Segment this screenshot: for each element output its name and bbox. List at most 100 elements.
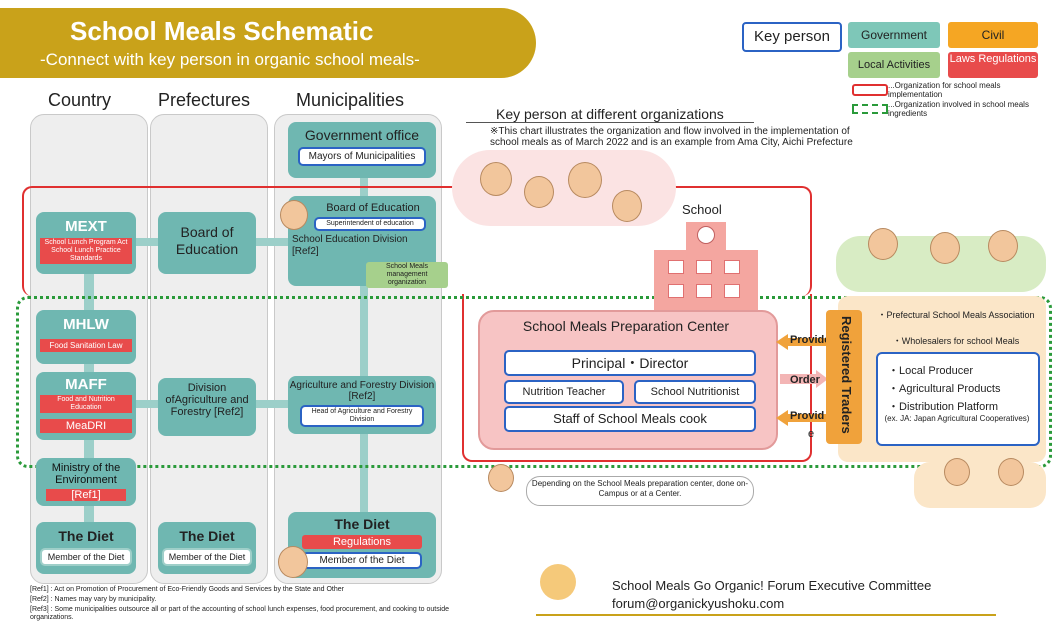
order-arrow	[816, 370, 828, 388]
depending-bubble: Depending on the School Meals preparatio…	[526, 476, 754, 506]
page-title: School Meals Schematic	[70, 16, 374, 46]
child-face-2	[524, 176, 554, 208]
pref-diet-box: The Diet Member of the Diet	[158, 522, 256, 574]
school-building	[654, 250, 758, 310]
regulations-label: Regulations	[302, 535, 422, 549]
farmer-face-3	[988, 230, 1018, 262]
provide-label-2-tail: e	[808, 428, 815, 440]
legend-org-ingredients: ...Organization involved in school meals…	[888, 100, 1029, 118]
official-avatar	[280, 200, 308, 230]
pref-division-box: Division ofAgriculture and Forestry [Ref…	[158, 378, 256, 436]
school-label: School	[682, 202, 722, 217]
maff-law: Food and Nutrition Education	[40, 395, 132, 413]
legend-government: Government	[848, 22, 940, 48]
implementation-org-outline-top	[22, 186, 812, 296]
forum-logo	[540, 564, 576, 600]
principal-box: Principal・Director	[504, 350, 756, 376]
legend-key-person: Key person	[742, 22, 842, 52]
muni-diet-label: The Diet	[334, 516, 390, 532]
provide-label-1: Provide	[790, 334, 831, 346]
child-face-4	[612, 190, 642, 222]
pref-diet-member: Member of the Diet	[162, 548, 252, 566]
diet-member-avatar	[278, 546, 308, 578]
school-window	[724, 284, 740, 298]
legend-org-impl: ...Organization for school meals impleme…	[888, 81, 1001, 99]
cook-avatar	[488, 464, 514, 492]
gov-office-box: Government office Mayors of Municipaliti…	[288, 122, 436, 178]
school-meals-mgmt-label: School Meals management organization	[366, 262, 448, 288]
ingredients-org-outline	[16, 296, 1052, 468]
school-window	[668, 284, 684, 298]
order-arrow-shaft	[780, 374, 816, 384]
traders-wholesalers: ・Wholesalers for school Meals	[892, 336, 1020, 346]
mhlw-label: MHLW	[63, 316, 109, 333]
vendor-face-2	[998, 458, 1024, 486]
mext-label: MEXT	[65, 218, 107, 235]
pref-division-label: Division ofAgriculture and Forestry [Ref…	[165, 382, 249, 418]
school-window	[724, 260, 740, 274]
ja-note: (ex. JA: Japan Agricultural Cooperatives…	[884, 414, 1030, 423]
footnote-ref1: [Ref1] : Act on Promotion of Procurement…	[30, 586, 344, 593]
prefectures-column	[150, 114, 268, 584]
agri-products: ・Agricultural Products	[888, 383, 1001, 395]
municipalities-column	[274, 114, 442, 584]
pref-board-box: Board of Education	[158, 212, 256, 274]
pref-diet-label: The Diet	[179, 528, 235, 544]
footnote-ref2: [Ref2] : Names may vary by municipality.	[30, 596, 157, 603]
school-window	[668, 260, 684, 274]
child-face-3	[568, 162, 602, 198]
mext-board-connector	[136, 238, 162, 246]
muni-diet-member: Member of the Diet	[302, 552, 422, 569]
muni-agri-label: Agriculture and Forestry Division [Ref2]	[289, 380, 435, 402]
legend-red-outline-swatch	[852, 84, 888, 96]
gov-office-label: Government office	[304, 127, 420, 143]
traders-assoc: ・Prefectural School Meals Association	[877, 310, 1035, 320]
muni-board-label: Board of Education	[326, 202, 420, 214]
maff-division-connector	[136, 400, 162, 408]
staff-box: Staff of School Meals cook	[504, 406, 756, 432]
provide-arrow-1-shaft	[788, 338, 826, 346]
env-label: Ministry of the Environment	[51, 462, 121, 486]
vendor-face-1	[944, 458, 970, 486]
superintendent-label: Superintendent of education	[314, 217, 426, 231]
board-board-connector	[254, 238, 288, 246]
forum-email[interactable]: forum@organickyushoku.com	[612, 596, 785, 611]
env-ref: [Ref1]	[46, 489, 126, 501]
page-subtitle: -Connect with key person in organic scho…	[40, 50, 420, 69]
title-banner	[0, 8, 536, 78]
pref-board-label: Board of Education	[175, 224, 239, 257]
order-label: Order	[790, 374, 820, 386]
column-municipalities: Municipalities	[296, 90, 405, 110]
head-agri-label: Head of Agriculture and Forestry Divisio…	[300, 405, 424, 427]
forum-name: School Meals Go Organic! Forum Executive…	[612, 578, 932, 593]
env-box: Ministry of the Environment [Ref1]	[36, 458, 136, 506]
chart-note: ※This chart illustrates the organization…	[490, 126, 853, 148]
child-face-1	[480, 162, 512, 196]
provide-arrow-2-shaft	[788, 414, 826, 422]
provide-arrow-1	[776, 334, 788, 350]
distribution-platform: ・Distribution Platform	[888, 401, 999, 413]
mext-box: MEXT School Lunch Program Act School Lun…	[36, 212, 136, 274]
school-ed-div-label: School Education Division [Ref2]	[292, 234, 408, 257]
column-prefectures: Prefectures	[158, 90, 251, 110]
provide-label-2: Provid	[790, 410, 825, 422]
mhlw-law: Food Sanitation Law	[40, 339, 132, 352]
vendors-bg	[914, 462, 1046, 508]
country-diet-member: Member of the Diet	[40, 548, 132, 566]
municipal-vertical-connector	[360, 174, 368, 514]
country-diet-box: The Diet Member of the Diet	[36, 522, 136, 574]
school-window	[696, 260, 712, 274]
prep-center-title: School Meals Preparation Center	[522, 318, 730, 334]
muni-agri-box: Agriculture and Forestry Division [Ref2]…	[288, 376, 436, 434]
farmer-face-1	[868, 228, 898, 260]
key-person-heading: Key person at different organizations	[496, 106, 724, 122]
mext-laws: School Lunch Program Act School Lunch Pr…	[40, 238, 132, 264]
legend-local-activities: Local Activities	[848, 52, 940, 78]
legend-laws-regulations: Laws Regulations	[948, 52, 1038, 78]
column-country: Country	[48, 90, 112, 110]
legend-green-dashed-swatch	[852, 104, 888, 114]
registered-traders-bar	[826, 310, 862, 444]
country-diet-label: The Diet	[58, 528, 114, 544]
legend-civil: Civil	[948, 22, 1038, 48]
school-nutritionist-box: School Nutritionist	[634, 380, 756, 404]
